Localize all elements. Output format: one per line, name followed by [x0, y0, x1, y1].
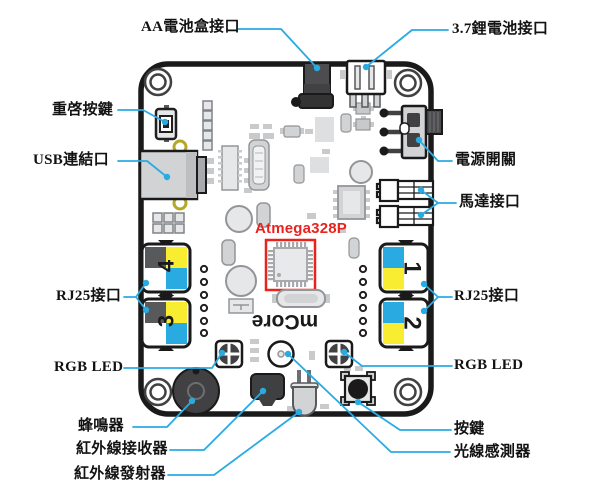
- crystal-component: [272, 289, 330, 308]
- motor-connectors-component: [375, 178, 435, 229]
- power-switch-component: [379, 104, 443, 160]
- misc-components: [202, 100, 374, 314]
- ir-transmitter-component: [290, 370, 319, 417]
- mcore-logo: mCore: [251, 310, 319, 333]
- label-push-button: 按鍵: [454, 421, 485, 437]
- rj25-port-number: 3: [154, 315, 179, 327]
- label-light-sensor: 光線感測器: [454, 444, 531, 460]
- rj25-port-number: 4: [154, 259, 179, 272]
- buzzer-component: [172, 367, 220, 415]
- label-aa-battery-connector: AA電池盒接口: [141, 19, 240, 35]
- leader-dots: [142, 63, 428, 416]
- label-li-battery-connector: 3.7鋰電池接口: [452, 21, 549, 37]
- label-ir-transmitter: 紅外線發射器: [74, 466, 166, 482]
- label-reset-button: 重啓按鍵: [52, 102, 114, 118]
- rgb-led-right-component: [324, 339, 354, 369]
- pin-hole-columns: [199, 264, 368, 338]
- rj25-port-number: 2: [399, 316, 426, 329]
- label-power-switch: 電源開關: [455, 152, 517, 168]
- label-rgb-led-right: RGB LED: [454, 357, 524, 373]
- label-rgb-led-left: RGB LED: [54, 359, 124, 375]
- label-buzzer: 蜂鳴器: [78, 418, 124, 434]
- label-motor-connector: 馬達接口: [459, 194, 521, 210]
- li-battery-connector-component: [340, 59, 392, 108]
- label-ir-receiver: 紅外線接收器: [76, 441, 168, 457]
- leader-lines: [117, 28, 457, 476]
- usb-port-component: [138, 139, 207, 211]
- atmega328p-label: Atmega328P: [254, 220, 348, 237]
- screw-holes: [143, 67, 423, 407]
- rj25-port-left-top: 4: [140, 240, 192, 296]
- rj25-port-right-top: 1: [378, 240, 430, 296]
- label-rj25-right: RJ25接口: [454, 288, 520, 304]
- rj25-port-left-bottom: 3: [140, 295, 192, 351]
- label-usb-connector: USB連結口: [33, 152, 109, 168]
- push-button-component: [340, 371, 376, 406]
- light-sensor-component: [267, 340, 295, 368]
- rj25-port-right-bottom: 2: [378, 295, 430, 351]
- isp-header: [152, 212, 185, 234]
- rj25-port-number: 1: [399, 261, 426, 274]
- ir-receiver-component: [250, 373, 285, 406]
- label-rj25-left: RJ25接口: [56, 288, 122, 304]
